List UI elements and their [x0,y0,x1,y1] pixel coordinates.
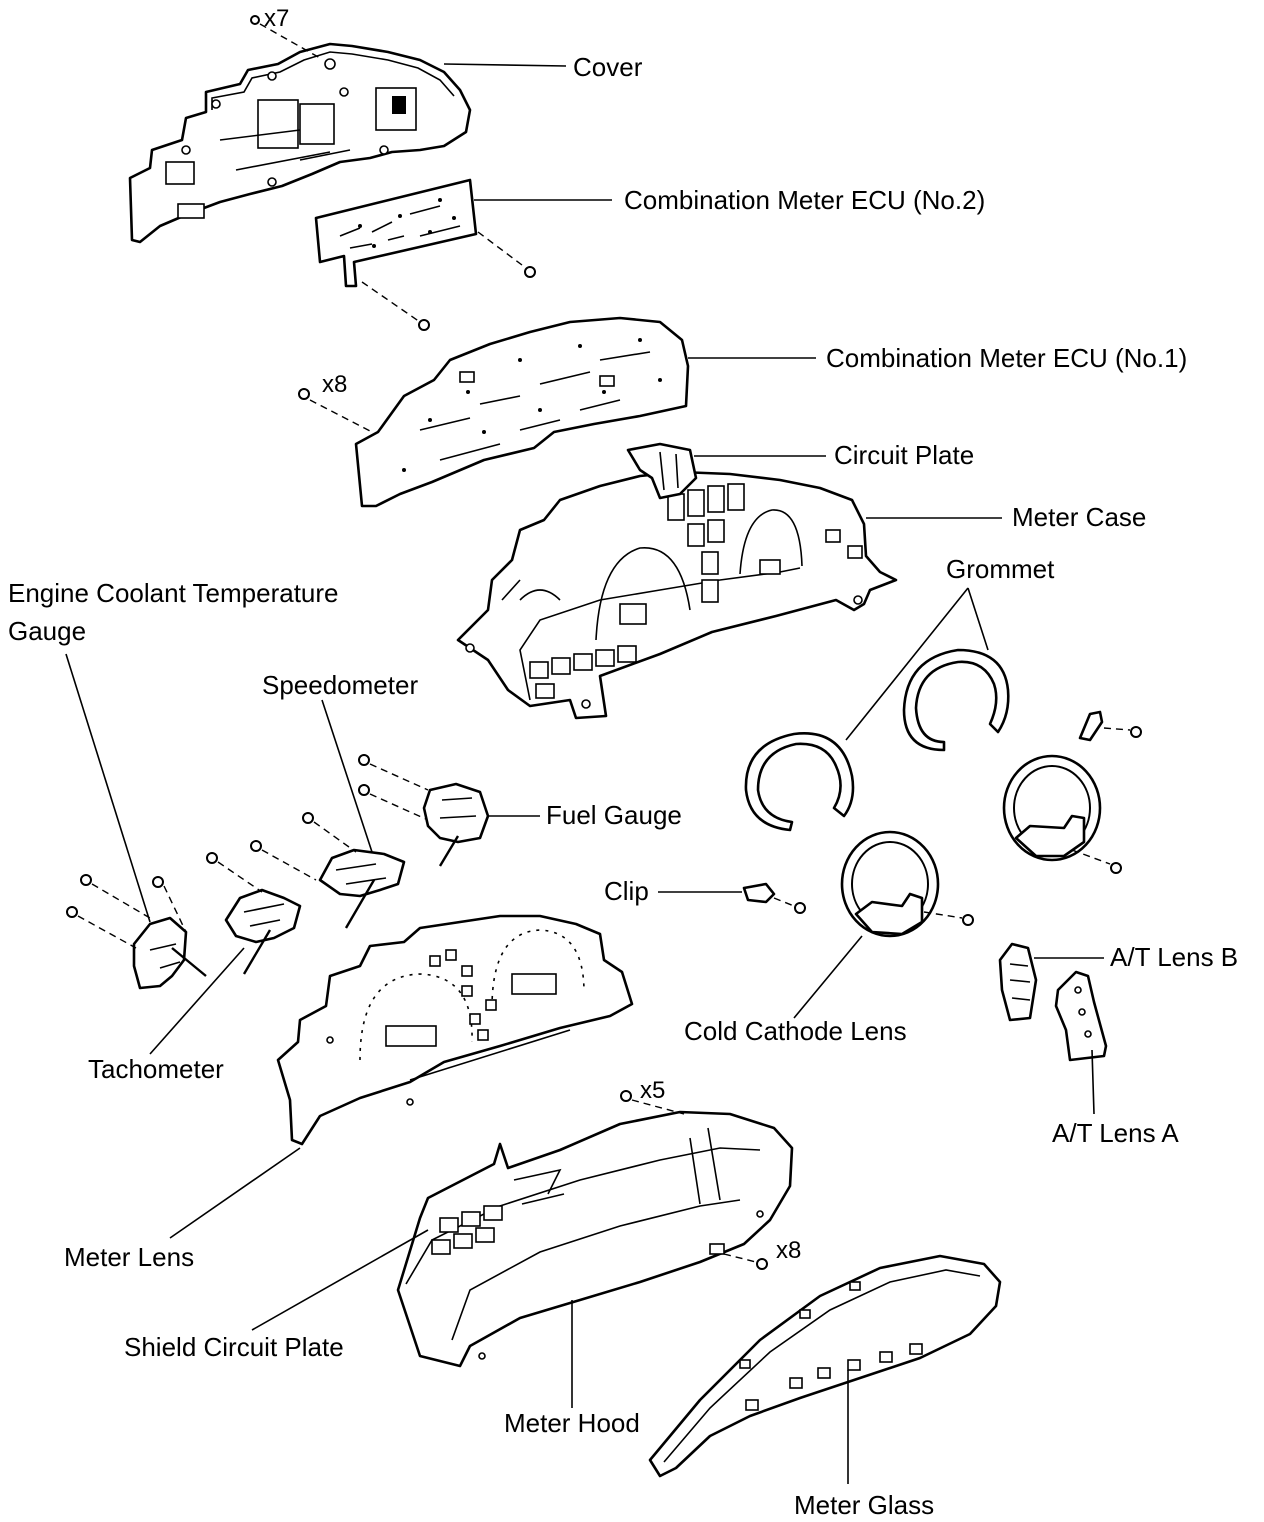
label-at-lens-b: A/T Lens B [1110,942,1238,972]
label-fuel-gauge: Fuel Gauge [546,800,682,830]
grommet-part [744,648,1010,832]
label-meter-glass: Meter Glass [794,1490,934,1520]
cold-cathode-lens-part [840,830,974,938]
label-meter-lens: Meter Lens [64,1242,194,1272]
fuel-gauge-part [422,782,490,867]
cold-cathode-ring-part [1002,754,1122,874]
label-grommet: Grommet [946,554,1055,584]
label-ecu2: Combination Meter ECU (No.2) [624,185,985,215]
label-clip: Clip [604,876,649,906]
cover-screw-quantity: x7 [264,5,289,32]
label-meter-hood: Meter Hood [504,1408,640,1438]
screw-icon [302,754,429,853]
ecu2-board [314,178,478,288]
hood-side-screw-quantity: x8 [776,1237,801,1264]
ecu1-board [354,316,690,508]
meter-glass-part [648,1254,1002,1478]
screw-icon [298,388,373,433]
label-engine-coolant-line1: Engine Coolant Temperature [8,578,339,608]
label-ecu1: Combination Meter ECU (No.1) [826,343,1187,373]
clip-part [1078,710,1142,742]
label-shield-circuit-plate: Shield Circuit Plate [124,1332,344,1362]
label-circuit-plate: Circuit Plate [834,440,974,470]
screw-icon [66,874,187,949]
engine-coolant-gauge-part [132,916,207,990]
hood-top-screw-quantity: x5 [640,1077,665,1104]
screw-icon [620,1090,768,1270]
label-engine-coolant-line2: Gauge [8,616,86,646]
label-meter-case: Meter Case [1012,502,1146,532]
label-cover: Cover [573,52,643,82]
screw-icon [361,231,536,331]
speedometer-part [318,848,406,929]
meter-hood-part [396,1110,794,1368]
cover-part [128,42,472,244]
at-lens-b-part [998,942,1038,1022]
meter-case-part [456,442,898,720]
label-tachometer: Tachometer [88,1054,224,1084]
label-at-lens-a: A/T Lens A [1052,1118,1179,1148]
tachometer-part [224,888,302,975]
meter-lens-part [276,914,634,1146]
screw-icon [206,840,317,893]
label-cold-cathode-lens: Cold Cathode Lens [684,1016,907,1046]
ecu1-screw-quantity: x8 [322,371,347,398]
clip-small-part [742,882,806,914]
screw-icon [250,15,321,59]
label-speedometer: Speedometer [262,670,418,700]
at-lens-a-part [1054,970,1108,1062]
